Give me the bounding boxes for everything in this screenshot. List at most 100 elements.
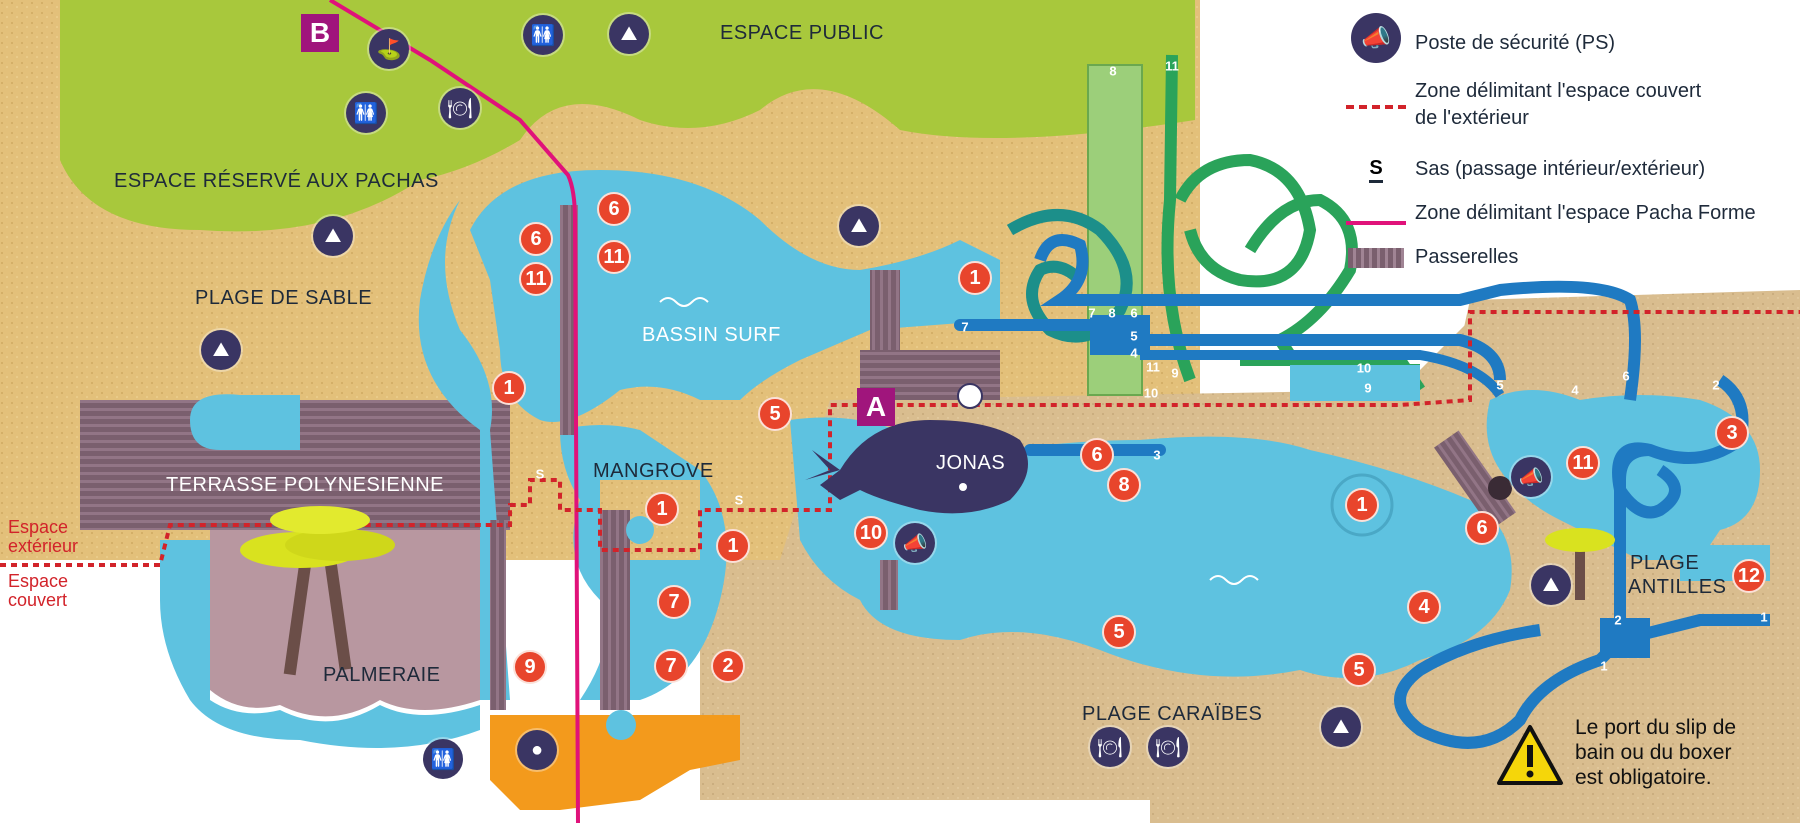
whistle-icon: 📣 [1351,13,1401,63]
label-couvert-line2: couvert [8,590,68,610]
slide-platform [1600,618,1650,658]
attraction-marker[interactable]: 5 [758,397,792,431]
legend-sas-text: Sas (passage intérieur/extérieur) [1415,158,1706,180]
label-couvert-line1: Espace [8,571,69,591]
restaurant-icon[interactable]: 🍽 [1090,727,1130,767]
area-marker-a[interactable]: A [857,388,895,426]
sas-icon-2: S [734,492,744,508]
legend-couvert-line1: Zone délimitant l'espace couvert [1415,80,1702,102]
attraction-marker[interactable]: 9 [513,650,547,684]
slide-number: 10 [1356,360,1372,376]
legend-pacha-text: Zone délimitant l'espace Pacha Forme [1415,202,1756,224]
legend-couvert-text: Zone délimitant l'espace couvert de l'ex… [1415,78,1701,132]
attraction-marker[interactable]: 6 [1080,438,1114,472]
attraction-marker[interactable]: 3 [1715,416,1749,450]
pacha-zone-line [328,0,580,823]
lawn-area [60,0,1195,232]
toilets-icon[interactable]: 🚻 [346,93,386,133]
attraction-marker[interactable]: 1 [716,529,750,563]
slide-number: 9 [1171,365,1179,381]
attraction-marker[interactable]: 1 [958,261,992,295]
sas-icon: S [1369,157,1383,183]
restaurant-icon[interactable]: 🍽 [1148,727,1188,767]
legend-couvert-line2: de l'extérieur [1415,107,1529,129]
covered-zone-line [0,310,1800,567]
attraction-marker[interactable]: 1 [492,371,526,405]
whistle-icon[interactable]: 📣 [895,523,935,563]
sunbed-icon[interactable]: ⛰ [1321,707,1361,747]
slide-10-pool [1290,365,1420,401]
jonas-tail [805,450,840,480]
attraction-marker[interactable]: 8 [1107,468,1141,502]
warning-icon [1497,725,1563,785]
attraction-marker[interactable]: 5 [1342,653,1376,687]
attraction-marker[interactable]: 6 [519,222,553,256]
slide-antilles-vertical [1614,444,1651,630]
dotted-line-icon [1346,105,1406,109]
attraction-marker[interactable]: 12 [1732,559,1766,593]
wave-icon-lagoon [1209,575,1259,585]
legend-row-passerelles: Passerelles [1345,238,1518,278]
whistle-icon[interactable]: 📣 [1511,457,1551,497]
slide-number: 11 [1165,58,1179,74]
attraction-marker[interactable]: 11 [597,240,631,274]
attraction-marker[interactable]: 11 [519,262,553,296]
attraction-marker[interactable]: 6 [597,192,631,226]
attraction-marker[interactable]: 1 [645,492,679,526]
label-jonas: JONAS [936,452,1006,474]
label-plage-sable: PLAGE DE SABLE [195,287,373,309]
slide-number: 2 [1614,612,1622,628]
attraction-marker[interactable]: 6 [1465,511,1499,545]
legend-row-poste: 📣 Poste de sécurité (PS) [1345,13,1616,63]
sunbed-icon[interactable]: ⛰ [839,206,879,246]
legend-passerelles-text: Passerelles [1415,246,1519,268]
toilets-icon[interactable]: 🚻 [423,739,463,779]
golf-flag-icon[interactable]: ⛳ [369,29,409,69]
sunbed-icon[interactable]: ⛰ [201,330,241,370]
label-bassin-surf: BASSIN SURF [642,324,781,346]
area-marker-b[interactable]: B [301,14,339,52]
slide-1-blue [1394,614,1770,749]
sunbed-icon[interactable]: ⛰ [1531,565,1571,605]
slide-number: 6 [1622,368,1630,384]
passerelle-diagonal [1434,430,1516,530]
attraction-marker[interactable]: 7 [654,649,688,683]
attraction-marker[interactable]: 2 [711,649,745,683]
warning-line3: est obligatoire. [1575,766,1712,789]
attraction-marker[interactable]: 7 [657,585,691,619]
jonas-spout [957,383,983,409]
slide-number: 2 [1712,377,1720,393]
attraction-marker[interactable]: 10 [854,516,888,550]
slide-green-loop-2 [1244,193,1420,376]
attraction-marker[interactable]: 1 [1345,488,1379,522]
attraction-marker[interactable]: 5 [1102,615,1136,649]
label-espace-pachas: ESPACE RÉSERVÉ AUX PACHAS [114,170,439,192]
slide-4-blue [1140,350,1505,398]
passerelle-knob [1488,476,1512,500]
warning-line1: Le port du slip de [1575,716,1737,739]
legend-row-couvert: Zone délimitant l'espace couvert de l'ex… [1345,78,1701,132]
slide-5-blue [1140,334,1506,381]
bassin-surf-water [470,170,1000,422]
passerelle-vertical-4 [490,520,506,710]
sunbed-icon[interactable]: ⛰ [313,216,353,256]
legend-poste-text: Poste de sécurité (PS) [1415,32,1616,54]
slide-number: 7 [961,319,969,335]
attraction-marker[interactable]: 11 [1566,446,1600,480]
sunbed-icon[interactable]: ⛰ [609,14,649,54]
restaurant-icon[interactable]: 🍽 [440,88,480,128]
slide-number: 9 [1364,380,1372,396]
outside-white [0,570,480,823]
slide-number: 3 [1153,447,1161,463]
mangrove-pool-1 [626,516,654,544]
attraction-marker[interactable]: 4 [1407,590,1441,624]
toilets-icon[interactable]: 🚻 [523,15,563,55]
warning-line2: bain ou du boxer [1575,741,1732,764]
sas-icon-1: S [535,466,545,482]
left-channel-water [418,200,510,700]
slide-number: 8 [1108,305,1116,321]
spa-stones-icon[interactable]: ● [517,730,557,770]
slide-number: 11 [1146,359,1160,375]
